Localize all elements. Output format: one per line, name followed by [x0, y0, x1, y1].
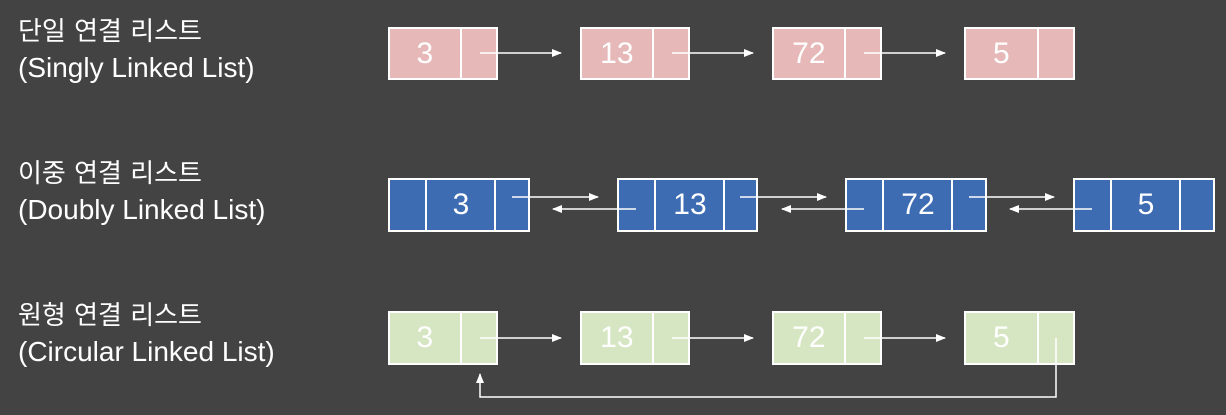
doubly-node-next	[494, 180, 528, 230]
doubly-node-value: 72	[882, 180, 951, 230]
doubly-node-next	[1179, 180, 1213, 230]
doubly-node-4: 5	[1073, 178, 1215, 232]
singly-title-ko: 단일 연결 리스트	[18, 17, 202, 47]
doubly-title: 이중 연결 리스트 (Doubly Linked List)	[18, 156, 265, 228]
circular-node-pointer	[843, 313, 880, 363]
circular-node-2: 13	[580, 311, 690, 365]
singly-node-value: 5	[992, 36, 1010, 70]
singly-node-value: 13	[600, 36, 634, 70]
singly-node-pointer	[651, 29, 688, 78]
circular-node-pointer	[1036, 313, 1073, 363]
doubly-node-next	[951, 180, 985, 230]
doubly-node-1: 3	[388, 178, 530, 232]
doubly-title-ko: 이중 연결 리스트	[18, 159, 202, 189]
circular-node-pointer	[651, 313, 688, 363]
singly-node-value: 3	[416, 36, 434, 70]
circular-node-3: 72	[772, 311, 882, 365]
circular-node-1: 3	[388, 311, 498, 365]
singly-node-4: 5	[964, 27, 1075, 80]
singly-node-2: 13	[580, 27, 690, 80]
singly-title-en: (Singly Linked List)	[18, 52, 255, 83]
circular-node-4: 5	[964, 311, 1075, 365]
circular-title-en: (Circular Linked List)	[18, 336, 275, 367]
doubly-title-en: (Doubly Linked List)	[18, 194, 266, 225]
singly-title: 단일 연결 리스트 (Singly Linked List)	[18, 14, 255, 86]
singly-node-pointer	[459, 29, 496, 78]
circular-title: 원형 연결 리스트 (Circular Linked List)	[18, 298, 275, 370]
singly-node-3: 72	[772, 27, 882, 80]
singly-node-value: 72	[792, 36, 826, 70]
singly-node-pointer	[1036, 29, 1073, 78]
circular-return-arrow	[476, 338, 1057, 398]
doubly-node-2: 13	[617, 178, 758, 232]
doubly-node-3: 72	[845, 178, 987, 232]
circular-node-pointer	[459, 313, 496, 363]
doubly-node-value: 5	[1110, 180, 1179, 230]
circular-node-value: 13	[600, 321, 634, 354]
circular-node-value: 3	[416, 321, 434, 354]
doubly-node-value: 3	[425, 180, 494, 230]
circular-title-ko: 원형 연결 리스트	[18, 301, 202, 331]
doubly-node-value: 13	[654, 180, 723, 230]
circular-node-value: 72	[792, 321, 826, 354]
doubly-node-next	[723, 180, 756, 230]
circular-node-value: 5	[992, 321, 1010, 354]
singly-node-pointer	[843, 29, 880, 78]
